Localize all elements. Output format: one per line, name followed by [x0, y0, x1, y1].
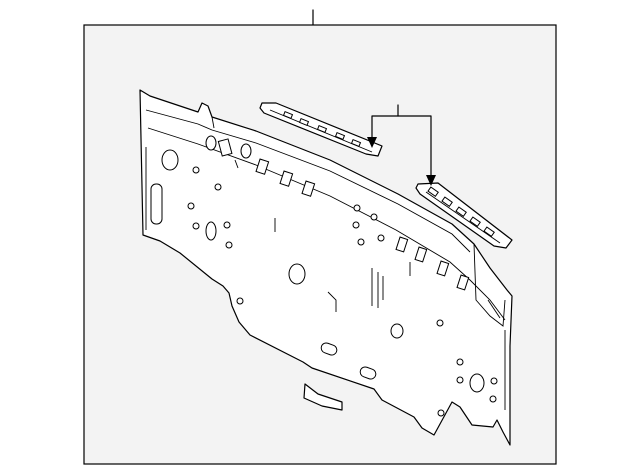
arrow-right-icon — [426, 175, 436, 186]
back-panel — [139, 89, 513, 446]
reinforcement-leader-lines — [367, 104, 436, 186]
upper-reinforcement-left — [259, 102, 383, 157]
upper-reinforcement-right — [415, 182, 513, 249]
small-bracket — [303, 383, 343, 411]
arrow-left-icon — [367, 137, 377, 148]
